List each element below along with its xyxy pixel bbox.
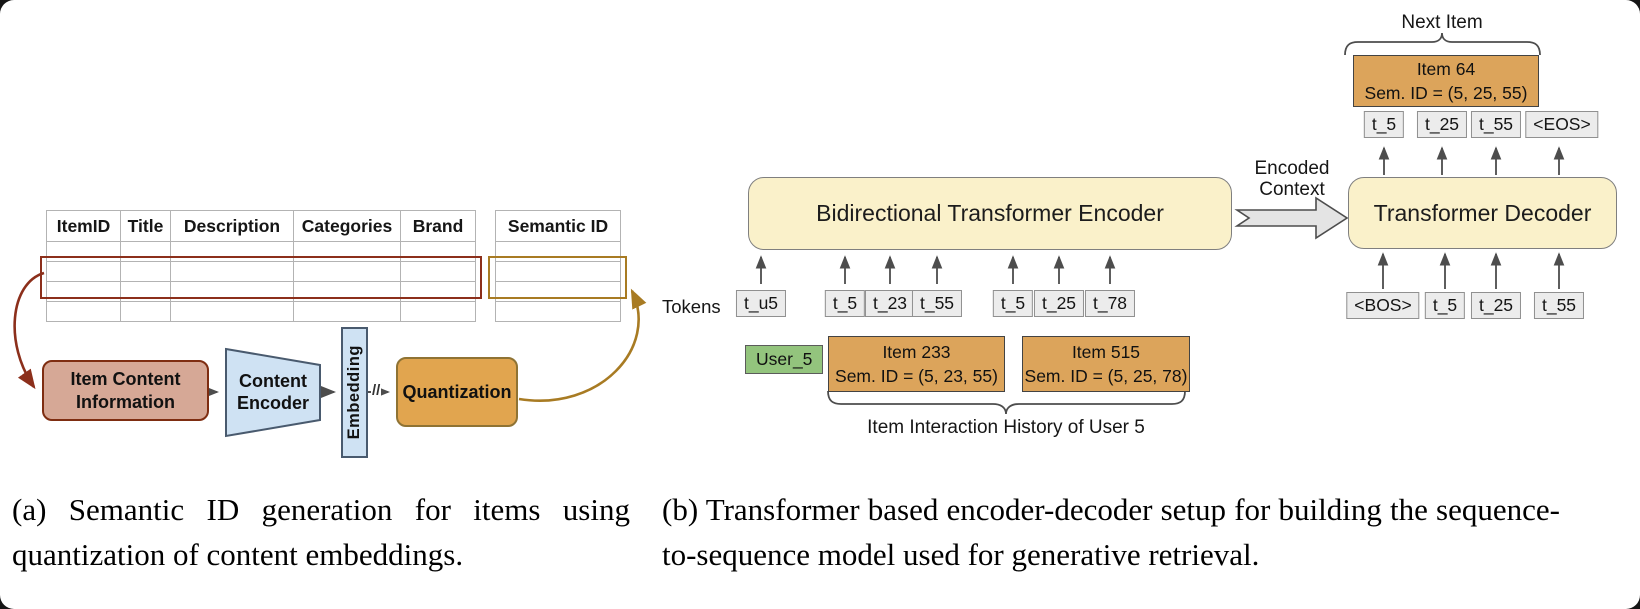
quantization-label: Quantization <box>402 381 512 402</box>
embedding-label: Embedding <box>345 345 363 440</box>
next-item-brace <box>1344 32 1541 56</box>
table-row <box>46 301 476 322</box>
item-sem-id: Sem. ID = (5, 25, 78) <box>1024 366 1188 386</box>
next-item-64-box: Item 64 Sem. ID = (5, 25, 55) <box>1353 55 1539 107</box>
table-header-row: ItemID Title Description Categories Bran… <box>46 210 476 242</box>
history-item-515-box: Item 515 Sem. ID = (5, 25, 78) <box>1022 336 1190 392</box>
item-content-information-label: Item Content Information <box>70 369 181 412</box>
transformer-decoder-box: Transformer Decoder <box>1348 177 1617 249</box>
next-item-label: Next Item <box>1401 12 1483 33</box>
item-name: Item 64 <box>1416 58 1476 79</box>
semantic-id-table: Semantic ID <box>495 210 621 322</box>
history-brace <box>827 390 1186 415</box>
col-brand: Brand <box>400 210 476 242</box>
token-t_78: t_78 <box>1084 290 1136 317</box>
content-encoder-label: Content Encoder <box>236 370 310 414</box>
decoder-input-arrows <box>1377 252 1565 289</box>
bidirectional-encoder-box: Bidirectional Transformer Encoder <box>748 177 1232 250</box>
truncation-slashes: // <box>371 382 382 399</box>
quantization-box: Quantization <box>396 357 518 427</box>
decoder-output-arrows <box>1378 146 1565 175</box>
tokens-label: Tokens <box>662 296 721 317</box>
item-name: Item 233 <box>882 341 951 362</box>
token-t_25: t_25 <box>1033 290 1085 317</box>
col-itemid: ItemID <box>46 210 121 242</box>
table-row <box>46 281 476 302</box>
col-description: Description <box>170 210 294 242</box>
item-sem-id: Sem. ID = (5, 23, 55) <box>835 366 998 386</box>
selected-item-row-highlight <box>40 256 482 299</box>
caption-a: (a) Semantic ID generation for items usi… <box>12 492 630 572</box>
token-bos: <BOS> <box>1346 292 1420 319</box>
col-categories: Categories <box>293 210 401 242</box>
table-row <box>46 261 476 282</box>
token-t_u5: t_u5 <box>735 290 787 317</box>
item-metadata-table: ItemID Title Description Categories Bran… <box>46 210 476 322</box>
transformer-decoder-label: Transformer Decoder <box>1373 199 1592 226</box>
token-eos: <EOS> <box>1525 111 1599 138</box>
col-semantic-id: Semantic ID <box>495 210 621 242</box>
selected-semantic-id-highlight <box>488 256 627 299</box>
history-label: Item Interaction History of User 5 <box>867 417 1145 438</box>
col-title: Title <box>120 210 171 242</box>
encoder-input-arrows <box>755 255 1116 284</box>
table-row <box>495 301 621 322</box>
token-t_5: t_5 <box>992 290 1034 317</box>
token-t_25: t_25 <box>1470 292 1522 319</box>
token-t_55: t_55 <box>1533 292 1585 319</box>
caption-b: (b) Transformer based encoder-decoder se… <box>662 492 1560 572</box>
item-content-information-box: Item Content Information <box>42 360 209 421</box>
content-encoder-label-wrap: Content Encoder <box>232 365 314 419</box>
bidirectional-encoder-label: Bidirectional Transformer Encoder <box>816 200 1164 226</box>
table-header-row: Semantic ID <box>495 210 621 242</box>
token-t_23: t_23 <box>864 290 916 317</box>
embedding-box: Embedding <box>341 327 368 458</box>
encoded-context-label: Encoded Context <box>1254 158 1330 200</box>
token-t_55: t_55 <box>911 290 963 317</box>
item-name: Item 515 <box>1071 341 1141 362</box>
history-item-233-box: Item 233 Sem. ID = (5, 23, 55) <box>828 336 1005 392</box>
token-t_5: t_5 <box>824 290 866 317</box>
encoded-context-block-arrow <box>1234 196 1349 240</box>
token-t_5: t_5 <box>1424 292 1466 319</box>
token-t_55: t_55 <box>1470 111 1522 138</box>
token-t_5: t_5 <box>1363 111 1405 138</box>
token-t_25: t_25 <box>1416 111 1468 138</box>
item-sem-id: Sem. ID = (5, 25, 55) <box>1364 83 1528 103</box>
user-token-box: User_5 <box>745 345 824 374</box>
